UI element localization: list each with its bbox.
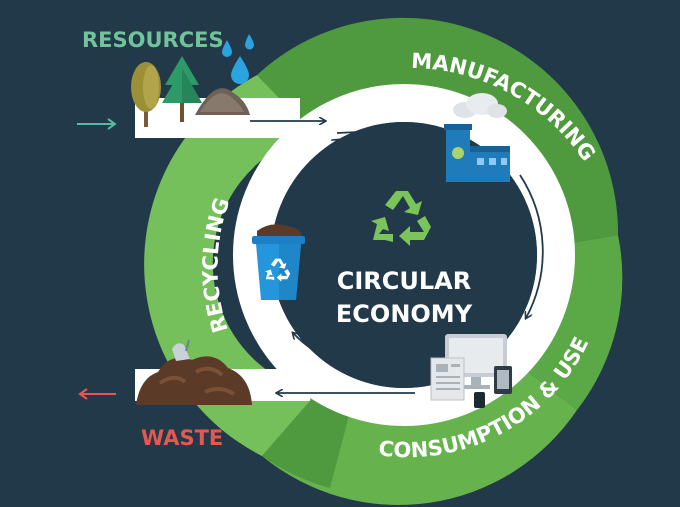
arrow-recycling-to-manufacturing xyxy=(289,140,338,197)
arrow-consumption-to-recycling xyxy=(293,333,401,374)
edge-arrows xyxy=(77,118,117,400)
waste-pile-icon xyxy=(136,339,252,405)
waste-label: WASTE xyxy=(141,426,223,450)
pine-tree-icon xyxy=(162,56,202,122)
resources-label: RESOURCES xyxy=(82,28,224,52)
recycling-bin-icon xyxy=(252,224,305,300)
center-title-line2: ECONOMY xyxy=(336,300,473,328)
tree-icon xyxy=(131,62,161,127)
output-arrow xyxy=(78,388,116,400)
flow-arrows xyxy=(250,121,544,393)
recycle-icon xyxy=(371,191,431,246)
ring-segment-manufacturing xyxy=(257,17,619,249)
resources-icons xyxy=(131,34,254,127)
factory-icon xyxy=(444,93,510,182)
center-disc xyxy=(271,122,537,388)
input-arrow xyxy=(77,118,117,130)
center-title-line1: CIRCULAR xyxy=(337,267,471,295)
ring-segment-recycling-bottom xyxy=(262,393,352,488)
arrow-manufacturing-to-consumption xyxy=(519,174,544,318)
arrow-to-manufacturing xyxy=(336,131,380,133)
rock-pile-icon xyxy=(195,88,250,115)
ring-segment-consumption-dark xyxy=(510,235,623,410)
water-drops-icon xyxy=(222,34,254,84)
devices-icon xyxy=(430,334,512,408)
